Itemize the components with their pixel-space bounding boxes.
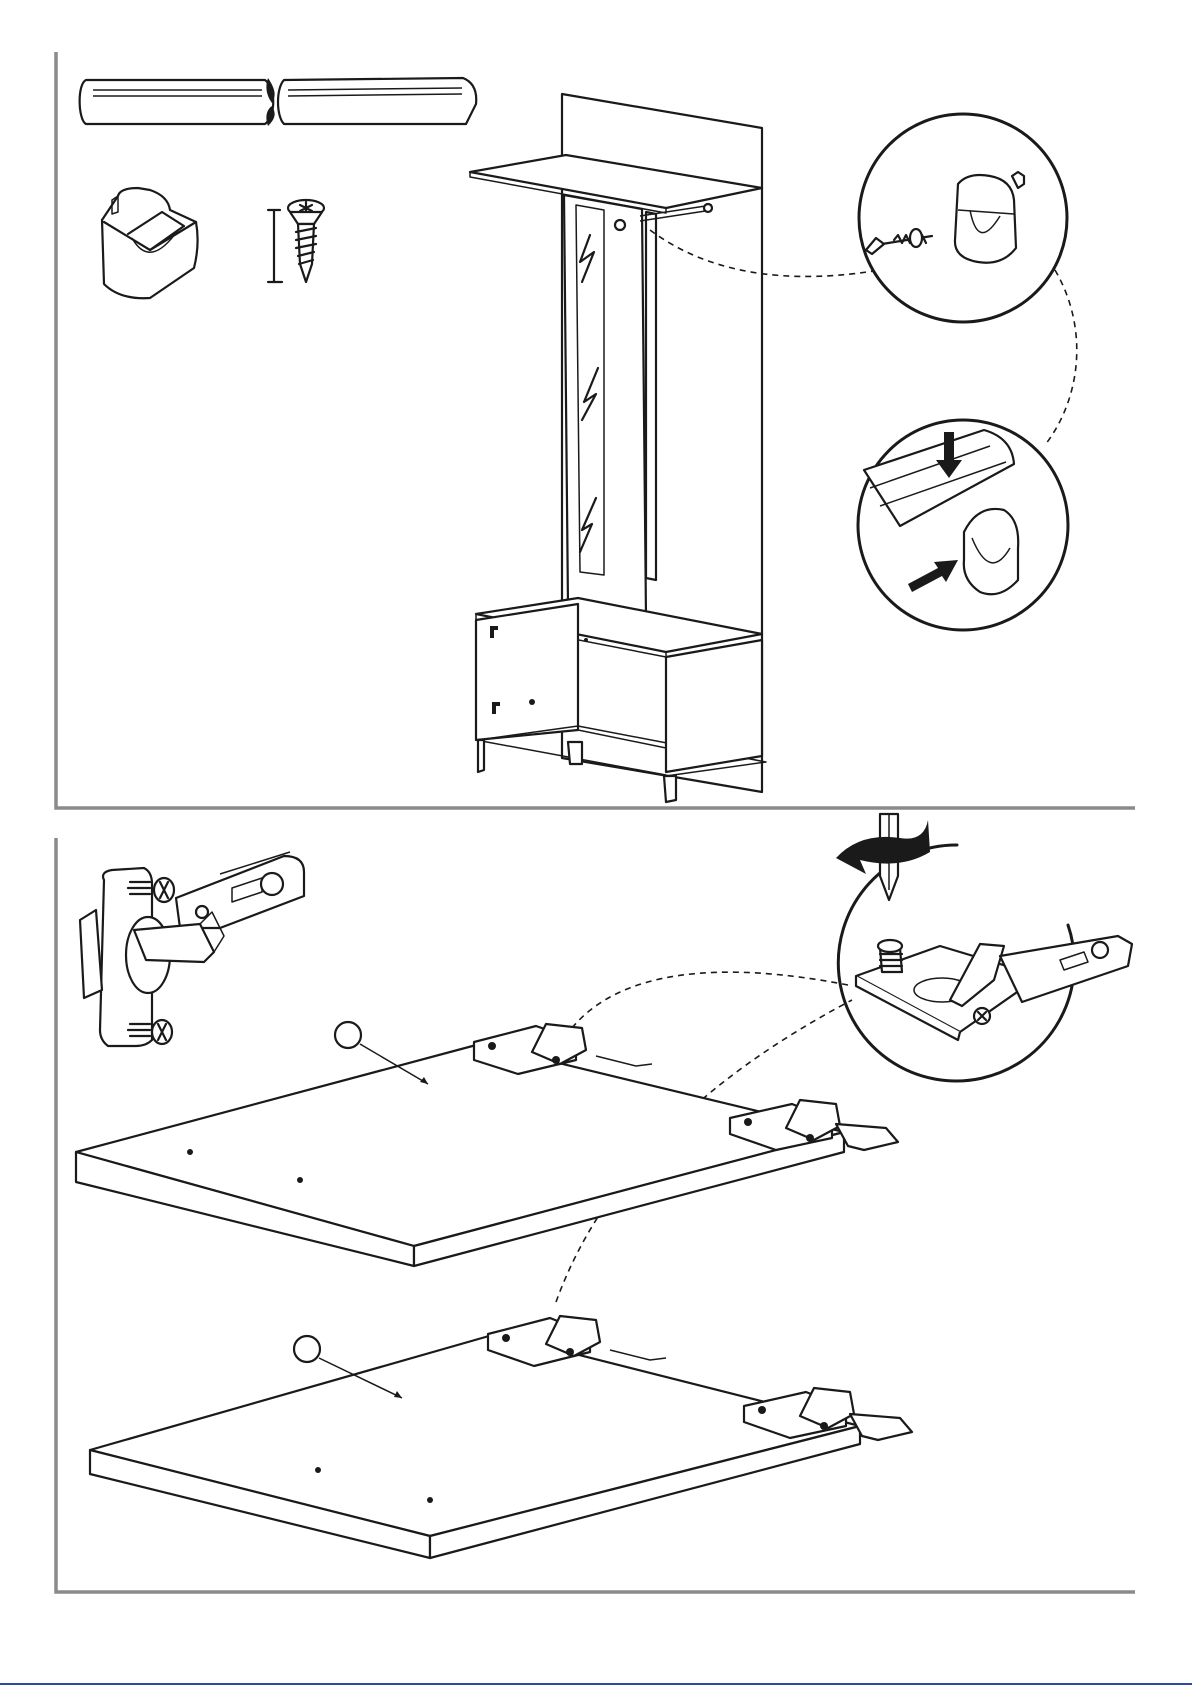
rod-holder-icon [102, 188, 198, 298]
hinge-icon [80, 852, 304, 1046]
screw-rod-holder-detail [859, 114, 1067, 322]
hanging-rod-icon [80, 78, 477, 126]
door-panel-1 [76, 1024, 898, 1266]
insert-rod-detail [858, 420, 1068, 630]
hall-unit-drawing [470, 94, 766, 802]
door-panel-2 [90, 1316, 912, 1558]
screw-icon [268, 200, 324, 282]
screwdriver-hinge-detail [836, 814, 1132, 1081]
